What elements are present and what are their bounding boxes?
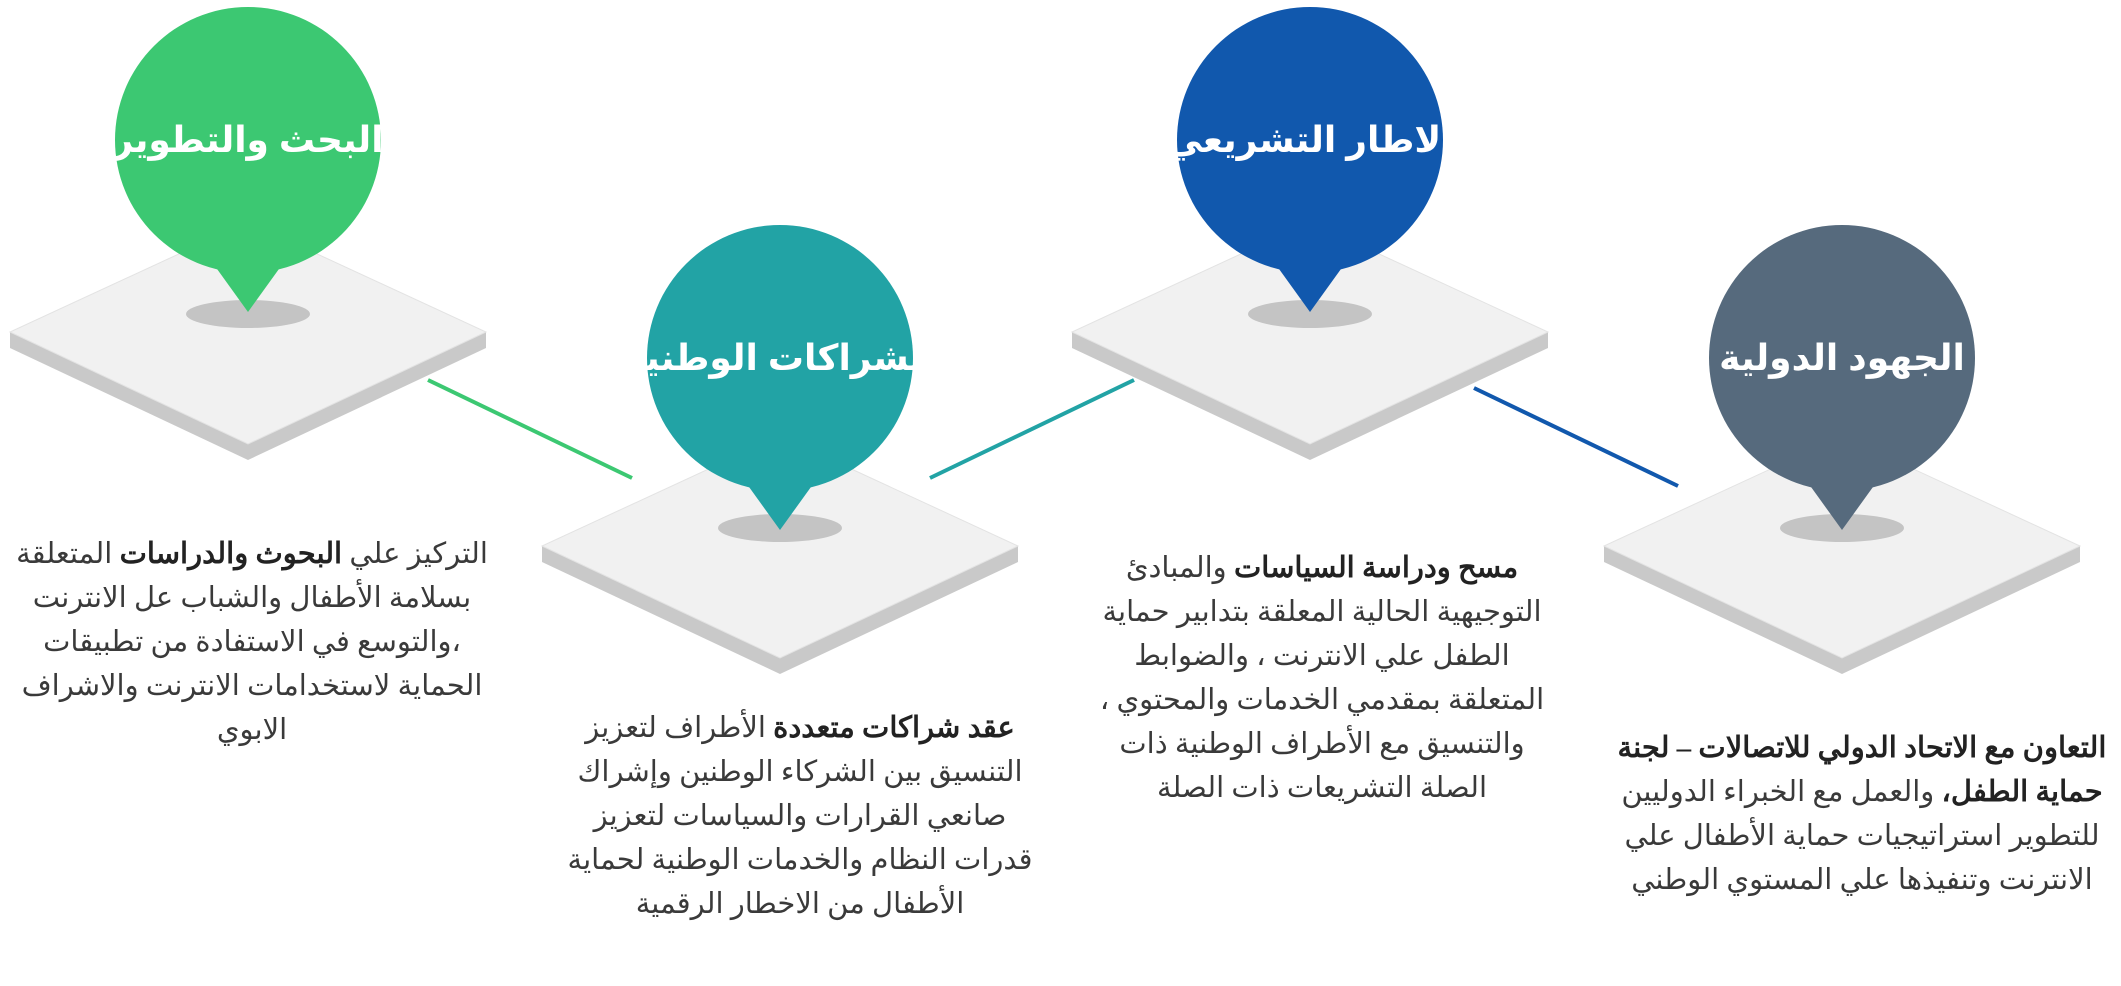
pin-2-teal xyxy=(647,225,913,530)
step-2-title: الشراكات الوطنية xyxy=(624,337,936,378)
pin-4-slate xyxy=(1709,225,1975,530)
description-highlight: البحوث والدراسات xyxy=(119,538,343,570)
description-text: والمبادئ التوجيهية الحالية المعلقة بتداب… xyxy=(1099,552,1545,804)
description-text: التركيز علي xyxy=(342,538,488,570)
pin-1-green xyxy=(115,7,381,312)
platform-1 xyxy=(8,221,488,460)
step-4-description: التعاون مع الاتحاد الدولي للاتصالات – لج… xyxy=(1612,726,2112,902)
step-1-title: البحث والتطوير xyxy=(112,119,384,160)
connector-line-1 xyxy=(427,378,633,480)
connector-line-2 xyxy=(929,378,1135,480)
description-text: المتعلقة بسلامة الأطفال والشباب عل الانت… xyxy=(16,538,483,746)
platform-3 xyxy=(1070,221,1550,460)
description-text: الأطراف لتعزيز التنسيق بين الشركاء الوطن… xyxy=(567,712,1033,920)
description-highlight: التعاون مع الاتحاد الدولي للاتصالات – لج… xyxy=(1617,732,2107,808)
step-1-description: التركيز علي البحوث والدراسات المتعلقة بس… xyxy=(12,532,492,752)
step-3-title: الاطار التشريعي xyxy=(1166,119,1454,160)
description-text: والعمل مع الخبراء الدوليين للتطوير استرا… xyxy=(1621,776,2100,896)
connector-line-3 xyxy=(1473,386,1679,488)
description-highlight: عقد شراكات متعددة xyxy=(773,712,1015,744)
step-3-description: مسح ودراسة السياسات والمبادئ التوجيهية ا… xyxy=(1092,546,1552,810)
step-4-title: الجهود الدولية xyxy=(1719,337,1965,378)
step-2-description: عقد شراكات متعددة الأطراف لتعزيز التنسيق… xyxy=(560,706,1040,926)
pin-3-blue xyxy=(1177,7,1443,312)
description-highlight: مسح ودراسة السياسات xyxy=(1233,552,1519,584)
